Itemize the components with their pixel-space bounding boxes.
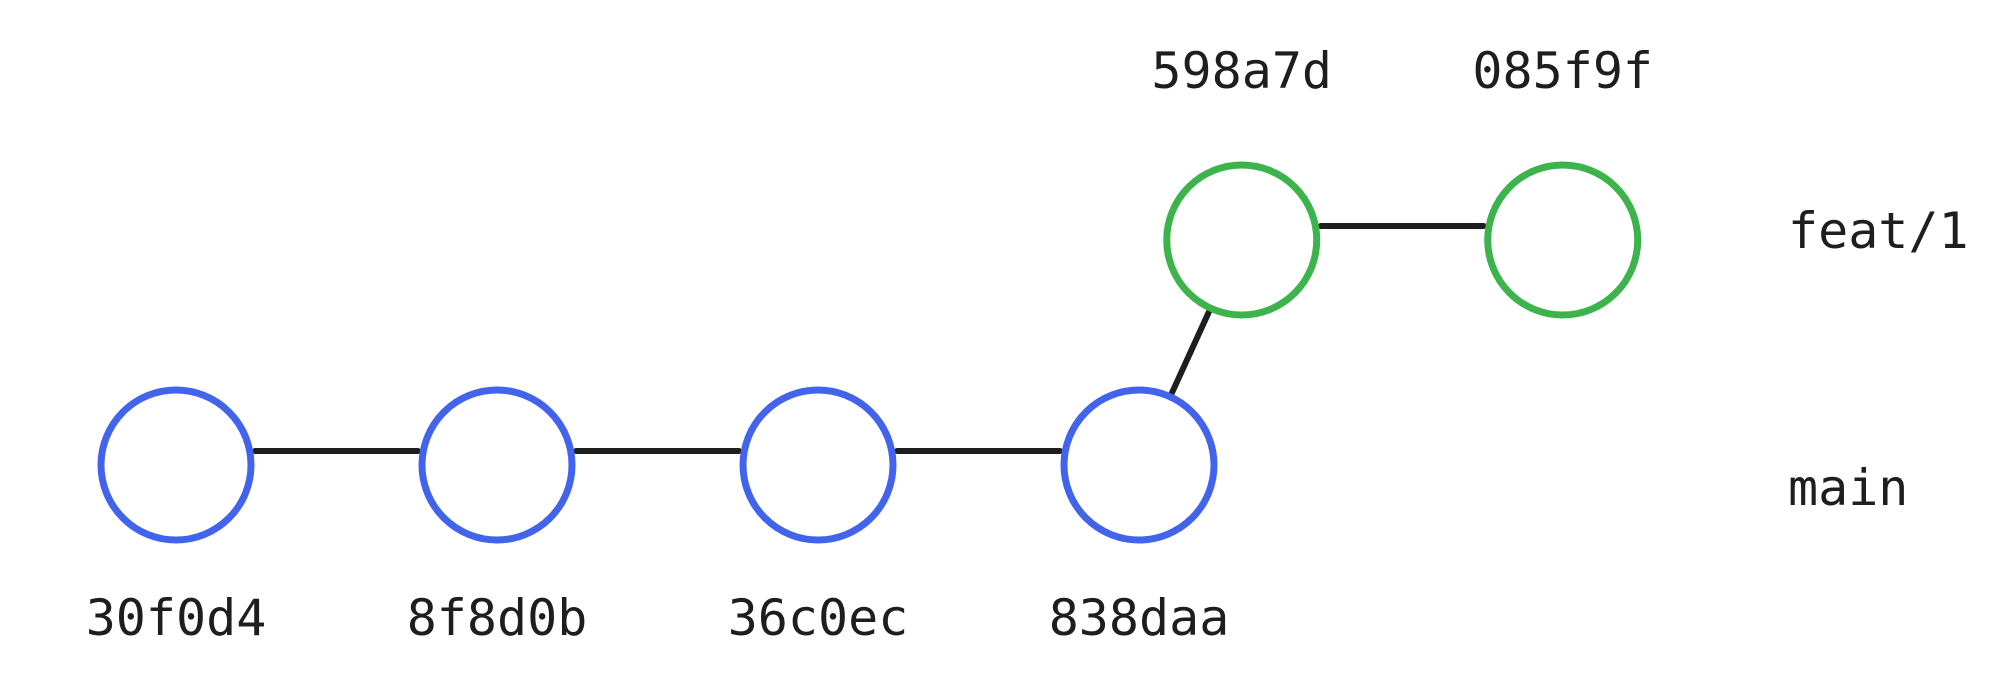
commit-node-30f0d4[interactable]	[97, 386, 255, 544]
commit-node-8f8d0b[interactable]	[418, 386, 576, 544]
commit-hash-label: 8f8d0b	[407, 589, 588, 647]
commit-hash-label: 598a7d	[1151, 42, 1332, 100]
branch-labels-layer: feat/1 main	[1788, 202, 1969, 517]
commits-layer	[97, 161, 1642, 544]
commit-hash-label: 085f9f	[1472, 42, 1653, 100]
branch-label-main: main	[1788, 459, 1908, 517]
branch-label-feat-1: feat/1	[1788, 202, 1969, 260]
labels-layer: 30f0d4 8f8d0b 36c0ec 838daa 598a7d 085f9f	[86, 42, 1653, 647]
edges-layer	[252, 223, 1487, 454]
commit-hash-label: 30f0d4	[86, 589, 267, 647]
commit-node-085f9f[interactable]	[1484, 161, 1642, 319]
edge-838daa-598a7d	[1168, 308, 1212, 397]
commit-hash-label: 838daa	[1049, 589, 1230, 647]
commit-node-36c0ec[interactable]	[739, 386, 897, 544]
commit-hash-label: 36c0ec	[728, 589, 909, 647]
commit-node-838daa[interactable]	[1060, 386, 1218, 544]
commit-node-598a7d[interactable]	[1163, 161, 1321, 319]
